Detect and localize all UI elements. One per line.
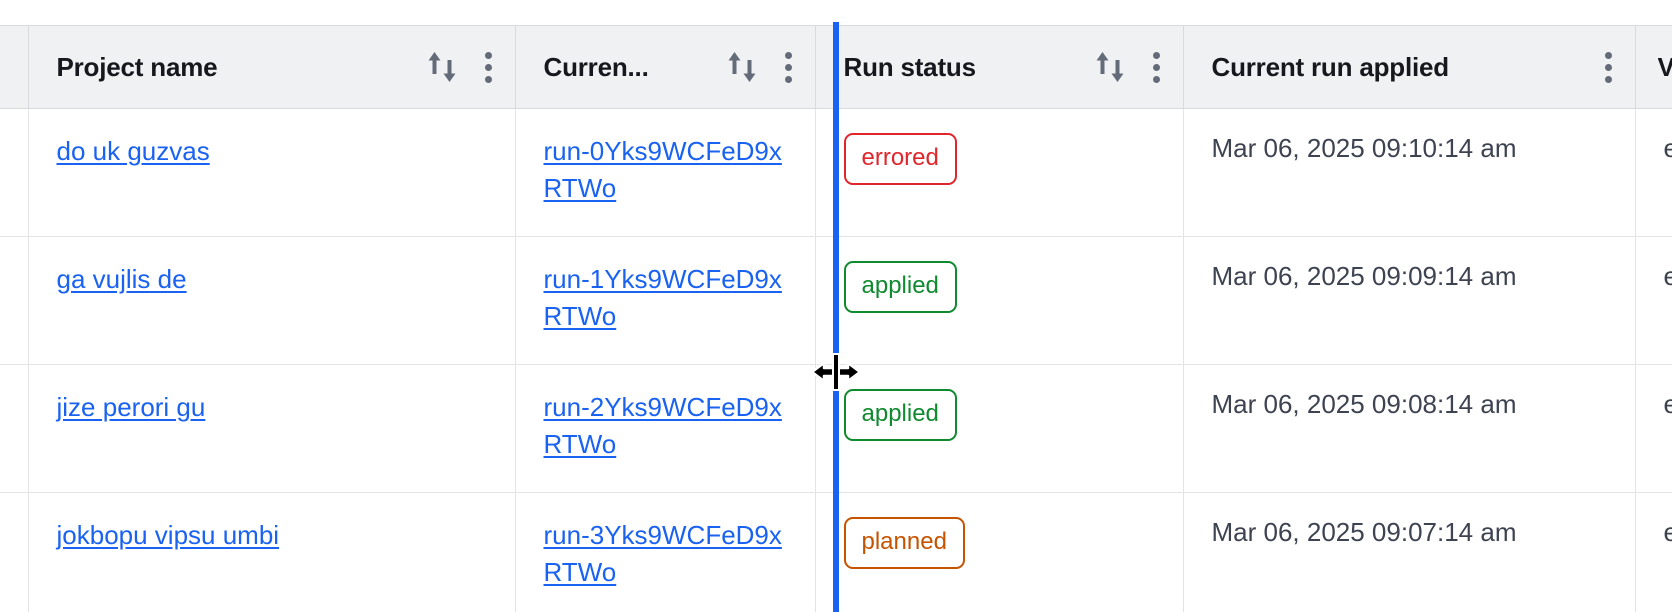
run-id-link[interactable]: run-0Yks9WCFeD9xRTWo	[543, 136, 782, 203]
table-row[interactable]: do uk guzvas run-0Yks9WCFeD9xRTWo errore…	[0, 108, 1672, 237]
header-row: Project name Curren...	[0, 25, 1672, 109]
run-id-link[interactable]: run-1Yks9WCFeD9xRTWo	[543, 264, 782, 331]
column-header-current-run-label: Curren...	[543, 51, 649, 82]
next-column-value: e	[1663, 261, 1672, 291]
column-menu-icon[interactable]	[1605, 49, 1613, 85]
column-menu-icon[interactable]	[785, 49, 793, 85]
run-id-link[interactable]: run-2Yks9WCFeD9xRTWo	[543, 392, 782, 459]
column-header-current-run-applied-label: Current run applied	[1211, 51, 1449, 82]
cell-current-run: run-0Yks9WCFeD9xRTWo	[515, 108, 816, 237]
column-resize-indicator[interactable]	[833, 22, 839, 612]
project-name-link[interactable]: do uk guzvas	[56, 136, 210, 166]
run-applied-timestamp: Mar 06, 2025 09:08:14 am	[1211, 389, 1517, 419]
cell-current-run-applied: Mar 06, 2025 09:10:14 am	[1183, 108, 1636, 237]
sort-icon[interactable]	[725, 49, 759, 85]
row-select-cell[interactable]	[0, 492, 29, 612]
projects-table: Project name Curren...	[0, 25, 1672, 612]
cell-project-name: do uk guzvas	[28, 108, 516, 237]
cell-run-status: errored	[815, 108, 1184, 237]
cell-current-run: run-2Yks9WCFeD9xRTWo	[515, 364, 816, 493]
column-header-next-label: V	[1657, 51, 1672, 82]
row-select-cell[interactable]	[0, 236, 29, 365]
cell-next: e	[1635, 236, 1672, 365]
cell-current-run: run-3Yks9WCFeD9xRTWo	[515, 492, 816, 612]
row-select-cell[interactable]	[0, 364, 29, 493]
next-column-value: e	[1663, 517, 1672, 547]
status-badge: applied	[843, 261, 957, 313]
column-menu-icon[interactable]	[485, 49, 493, 85]
cell-current-run-applied: Mar 06, 2025 09:08:14 am	[1183, 364, 1636, 493]
project-name-link[interactable]: ga vujlis de	[56, 264, 187, 294]
cell-run-status: applied	[815, 364, 1184, 493]
next-column-value: e	[1663, 389, 1672, 419]
table-row[interactable]: jize perori gu run-2Yks9WCFeD9xRTWo appl…	[0, 364, 1672, 493]
status-badge: planned	[843, 517, 965, 569]
cell-next: e	[1635, 108, 1672, 237]
project-name-link[interactable]: jokbopu vipsu umbi	[56, 520, 280, 550]
sort-icon[interactable]	[1093, 49, 1127, 85]
cell-run-status: applied	[815, 236, 1184, 365]
run-applied-timestamp: Mar 06, 2025 09:07:14 am	[1211, 517, 1517, 547]
column-menu-icon[interactable]	[1153, 49, 1161, 85]
cell-current-run: run-1Yks9WCFeD9xRTWo	[515, 236, 816, 365]
table-body: do uk guzvas run-0Yks9WCFeD9xRTWo errore…	[0, 108, 1672, 612]
cell-project-name: jize perori gu	[28, 364, 516, 493]
table-row[interactable]: ga vujlis de run-1Yks9WCFeD9xRTWo applie…	[0, 236, 1672, 365]
row-select-cell[interactable]	[0, 108, 29, 237]
project-name-link[interactable]: jize perori gu	[56, 392, 206, 422]
run-applied-timestamp: Mar 06, 2025 09:09:14 am	[1211, 261, 1517, 291]
cell-run-status: planned	[815, 492, 1184, 612]
column-header-project-name-label: Project name	[56, 51, 218, 82]
cell-project-name: ga vujlis de	[28, 236, 516, 365]
cell-next: e	[1635, 364, 1672, 493]
run-applied-timestamp: Mar 06, 2025 09:10:14 am	[1211, 133, 1517, 163]
cell-next: e	[1635, 492, 1672, 612]
table-header: Project name Curren...	[0, 25, 1672, 109]
column-header-run-status-label: Run status	[843, 51, 976, 82]
column-header-current-run-applied[interactable]: Current run applied	[1183, 25, 1636, 109]
sort-icon[interactable]	[425, 49, 459, 85]
column-header-next[interactable]: V	[1635, 25, 1672, 109]
column-header-current-run[interactable]: Curren...	[515, 25, 816, 109]
table-row[interactable]: jokbopu vipsu umbi run-3Yks9WCFeD9xRTWo …	[0, 492, 1672, 612]
status-badge: applied	[843, 389, 957, 441]
run-id-link[interactable]: run-3Yks9WCFeD9xRTWo	[543, 520, 782, 587]
column-header-run-status[interactable]: Run status	[815, 25, 1184, 109]
cell-current-run-applied: Mar 06, 2025 09:07:14 am	[1183, 492, 1636, 612]
status-badge: errored	[843, 133, 957, 185]
cell-project-name: jokbopu vipsu umbi	[28, 492, 516, 612]
cell-current-run-applied: Mar 06, 2025 09:09:14 am	[1183, 236, 1636, 365]
next-column-value: e	[1663, 133, 1672, 163]
column-header-project-name[interactable]: Project name	[28, 25, 516, 109]
column-header-select[interactable]	[0, 25, 29, 109]
